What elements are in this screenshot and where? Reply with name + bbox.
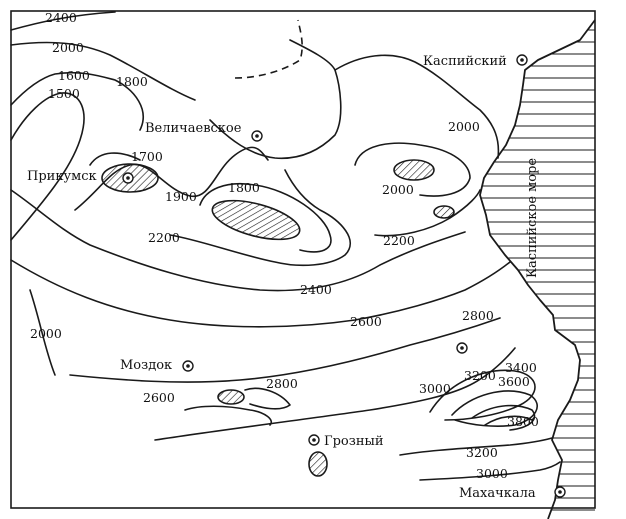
isoline-label: 1800 [228, 180, 260, 195]
city-marker-grozny [308, 434, 320, 446]
city-marker-velichaevskoe [251, 130, 263, 142]
isoline-label: 2200 [383, 233, 415, 248]
map-border [10, 10, 596, 509]
isoline-labels: 2400 2000 1600 1800 1500 1700 1900 1800 … [30, 10, 539, 481]
city-label: Каспийский [423, 54, 507, 69]
isoline-label: 3000 [476, 466, 508, 481]
isoline-label: 2200 [148, 230, 180, 245]
isoline-label: 2400 [300, 282, 332, 297]
isoline-label: 2000 [52, 40, 84, 55]
deposit-1800 [211, 199, 301, 241]
city-marker-mozdok [182, 360, 194, 372]
isoline-label: 1500 [48, 86, 80, 101]
isoline-label: 2000 [382, 182, 414, 197]
isoline-label: 3600 [498, 374, 530, 389]
isoline-label: 3200 [464, 368, 496, 383]
isoline-label: 1800 [116, 74, 148, 89]
isoline-label: 2000 [30, 326, 62, 341]
deposit-2800 [217, 389, 245, 405]
isoline-label: 2800 [462, 308, 494, 323]
city-label: Махачкала [459, 486, 536, 501]
city-label: Грозный [324, 434, 384, 449]
city-label: Прикумск [27, 169, 97, 184]
isoline-label: 2800 [266, 376, 298, 391]
city-label: Величаевское [145, 121, 242, 136]
deposit-small [433, 205, 455, 219]
isoline-label: 1600 [58, 68, 90, 83]
isoline-label: 2000 [448, 119, 480, 134]
deposit-grozny [308, 451, 328, 477]
isoline-label: 3400 [505, 360, 537, 375]
isoline-label: 3000 [419, 381, 451, 396]
city-marker-kaspiysky [516, 54, 528, 66]
city-label: Моздок [120, 358, 172, 373]
isoline-label: 3200 [466, 445, 498, 460]
isolines [10, 11, 561, 481]
deposit-2000 [393, 159, 435, 181]
isoline-label: 1700 [131, 149, 163, 164]
isoline-label: 2400 [45, 10, 77, 25]
isoline-label: 2600 [350, 314, 382, 329]
sea-label: Каспийское море [525, 158, 540, 278]
city-markers [122, 54, 566, 498]
isoline-label: 3800 [507, 414, 539, 429]
city-marker-prikumsk [122, 172, 134, 184]
isoline-label: 2600 [143, 390, 175, 405]
isoline-label: 1900 [165, 189, 197, 204]
city-labels: Каспийский Величаевское Прикумск Моздок … [27, 54, 536, 501]
marker-point [456, 342, 468, 354]
city-marker-makhachkala [554, 486, 566, 498]
coastline [479, 19, 596, 519]
